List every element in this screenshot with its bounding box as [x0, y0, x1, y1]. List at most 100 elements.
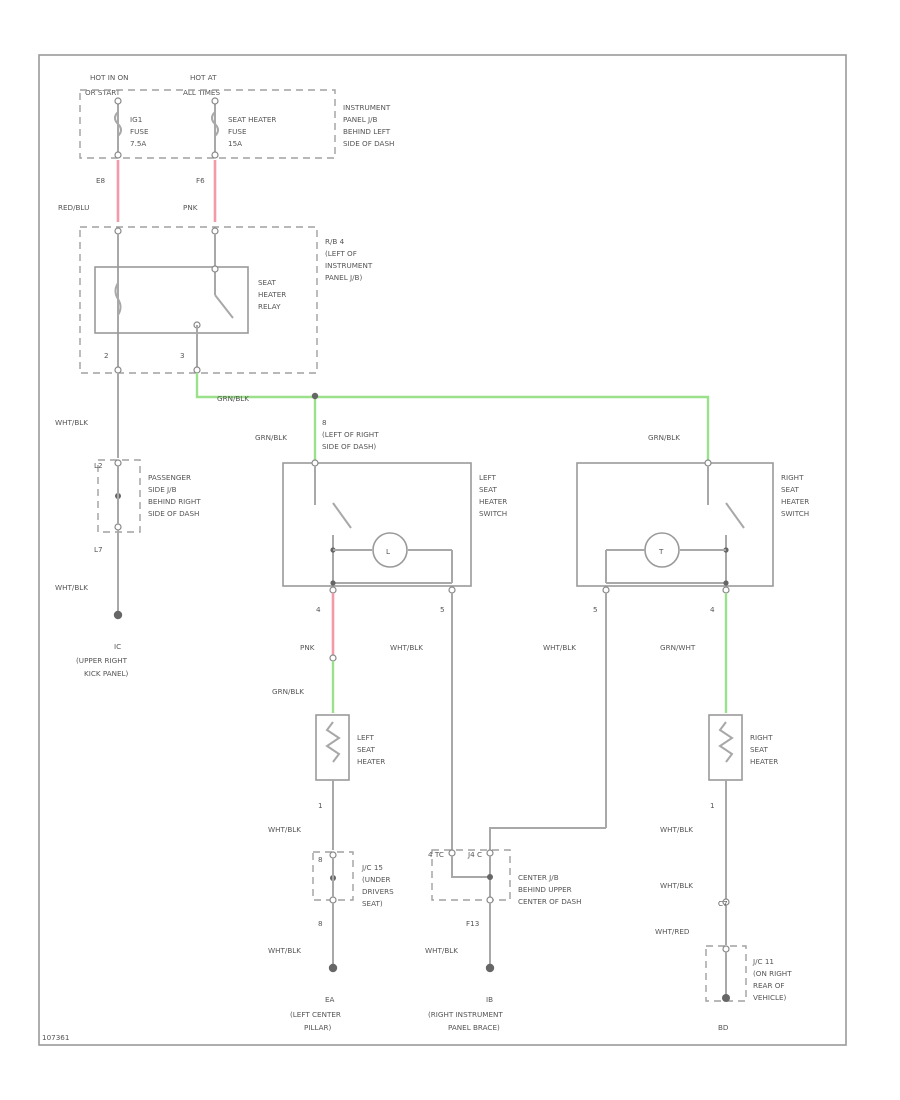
label-fuse-box-label-3: SIDE OF DASH: [343, 139, 394, 148]
label-relay-pin-left: 2: [104, 351, 109, 360]
label-left-switch-pin-out-left: 4: [316, 605, 321, 614]
right-heater-element-icon: [718, 721, 734, 763]
label-jc11-label-3: VEHICLE): [753, 993, 787, 1002]
connector-pin: [211, 265, 219, 273]
right-seat-heater: RIGHT SEAT HEATER 1: [708, 714, 778, 810]
label-left-switch-wire-out-left2: GRN/BLK: [272, 687, 304, 696]
fuse-box-outline: [79, 89, 336, 159]
label-right-switch-label-2: HEATER: [781, 497, 809, 506]
label-fuse-box-label-1: PANEL J/B: [343, 115, 378, 124]
label-passenger-jb-pin-top: L2: [94, 461, 103, 470]
label-left-switch-label-3: SWITCH: [479, 509, 507, 518]
connector-pin: [114, 366, 122, 374]
label-passenger-jb-label-2: BEHIND RIGHT: [148, 497, 201, 506]
left-heater-body: [315, 714, 350, 781]
label-relay-module-1: (LEFT OF: [325, 249, 357, 258]
label-fuse-box-fuse2-1: FUSE: [228, 127, 247, 136]
label-right-heater-wire2: WHT/BLK: [660, 881, 693, 890]
label-center-jb-pin-bottom: F13: [466, 919, 479, 928]
connector-pin: [114, 459, 122, 467]
label-fuse-box-fuse2-0: SEAT HEATER: [228, 115, 276, 124]
label-passenger-jb-label-0: PASSENGER: [148, 473, 191, 482]
label-grounds-ea-loc-0: (LEFT CENTER: [290, 1010, 341, 1019]
label-left-switch-wire-out-right: WHT/BLK: [390, 643, 423, 652]
center-jb-outline: [431, 849, 511, 901]
label-ground-ic-loc-0: (UPPER RIGHT: [76, 656, 128, 665]
center-jb: 4 TC J4 C CENTER J/B BEHIND UPPER CENTER…: [428, 849, 582, 928]
left-switch-body: [282, 462, 472, 587]
right-switch-body: [576, 462, 774, 587]
diagram-frame: [38, 54, 847, 1046]
label-grounds-ib-loc-1: PANEL BRACE): [448, 1023, 500, 1032]
label-passenger-jb-pin-bottom: L7: [94, 545, 103, 554]
connector-pin: [114, 523, 122, 531]
label-jc15-label-0: J/C 15: [361, 863, 383, 872]
relay-module-outline: [79, 226, 318, 374]
connector-pin: [329, 851, 337, 859]
ground-ib-icon: [485, 963, 495, 973]
connector-pin: [486, 849, 494, 857]
hot-left-label: HOT IN ON: [90, 73, 129, 82]
label-right-switch-label-3: SWITCH: [781, 509, 809, 518]
connector-pin: [602, 586, 610, 594]
connector-pin: [722, 898, 730, 906]
label-relay-pin-right: 3: [180, 351, 185, 360]
label-ground-ic-name: IC: [114, 642, 121, 651]
ground-bd-icon: [722, 994, 730, 1002]
label-jc11-label-0: J/C 11: [752, 957, 774, 966]
left-heater-element-icon: [325, 721, 341, 763]
ground-ic-icon: [113, 610, 123, 620]
label-fuse-box-fuse1-2: 7.5A: [130, 139, 146, 148]
label-left-switch-pin-out-right: 5: [440, 605, 445, 614]
label-center-jb-wire: WHT/BLK: [425, 946, 458, 955]
label-center-jb-label-2: CENTER OF DASH: [518, 897, 582, 906]
label-fuse-box-fuse1-0: IG1: [130, 115, 142, 124]
ground-ea-icon: [328, 963, 338, 973]
label-relay-label-2: RELAY: [258, 302, 281, 311]
label-jc15-pin-bottom: 8: [318, 919, 323, 928]
label-right-switch-pin-out-right: 4: [710, 605, 715, 614]
relay-coil-icon: [114, 282, 122, 316]
label-right-heater-label-2: HEATER: [750, 757, 778, 766]
label-ground-ic-loc-1: KICK PANEL): [84, 669, 129, 678]
label-right-switch-label-1: SEAT: [781, 485, 799, 494]
label-right-heater-pin-bottom: 1: [710, 801, 715, 810]
label-wires-mid-junction-loc: (LEFT OF RIGHT: [322, 430, 379, 439]
label-right-switch-wire-out-right: GRN/WHT: [660, 643, 696, 652]
label-right-heater-label-1: SEAT: [750, 745, 768, 754]
splice-dot: [330, 580, 336, 586]
label-wires-mid-left-ground: WHT/BLK: [55, 418, 88, 427]
label-center-jb-pins-top-0: 4 TC: [428, 850, 444, 859]
label-wires-top-left: RED/BLU: [58, 203, 89, 212]
connector-pin: [329, 586, 337, 594]
splice-dot: [487, 874, 493, 880]
connector-pin: [722, 945, 730, 953]
relay-switch-icon: [214, 294, 234, 319]
label-passenger-jb-wire: WHT/BLK: [55, 583, 88, 592]
hot-left-sub: OR START: [85, 88, 121, 97]
left-seat-heater: LEFT SEAT HEATER 1: [315, 714, 385, 810]
connector-pin: [704, 459, 712, 467]
label-relay-label-0: SEAT: [258, 278, 276, 287]
label-fuse-box-pin-right: F6: [196, 176, 205, 185]
connector-pin: [114, 97, 122, 105]
connector-pin: [114, 151, 122, 159]
label-fuse-box-fuse1-1: FUSE: [130, 127, 149, 136]
passenger-jb: L2 L7 PASSENGER SIDE J/B BEHIND RIGHT SI…: [94, 459, 201, 554]
label-relay-module-2: INSTRUMENT: [325, 261, 373, 270]
connector-pin: [311, 459, 319, 467]
label-right-switch-wire-in: GRN/BLK: [648, 433, 680, 442]
left-switch-contact-icon: [332, 502, 352, 529]
wire-segment: [489, 827, 606, 850]
wire-segment: [451, 856, 490, 878]
label-relay-module-0: R/B 4: [325, 237, 345, 246]
hot-right-sub: ALL TIMES: [183, 88, 220, 97]
label-grounds-ea-name: EA: [325, 995, 335, 1004]
connector-pin: [722, 586, 730, 594]
connector-pin: [211, 151, 219, 159]
jc-11: J/C 11 (ON RIGHT REAR OF VEHICLE): [705, 945, 792, 1002]
label-wires-mid-junction-pin: 8: [322, 418, 327, 427]
wire-grn-blk-bus: [195, 373, 710, 460]
relay-body: [94, 266, 249, 334]
right-switch-contact-icon: [725, 502, 745, 529]
